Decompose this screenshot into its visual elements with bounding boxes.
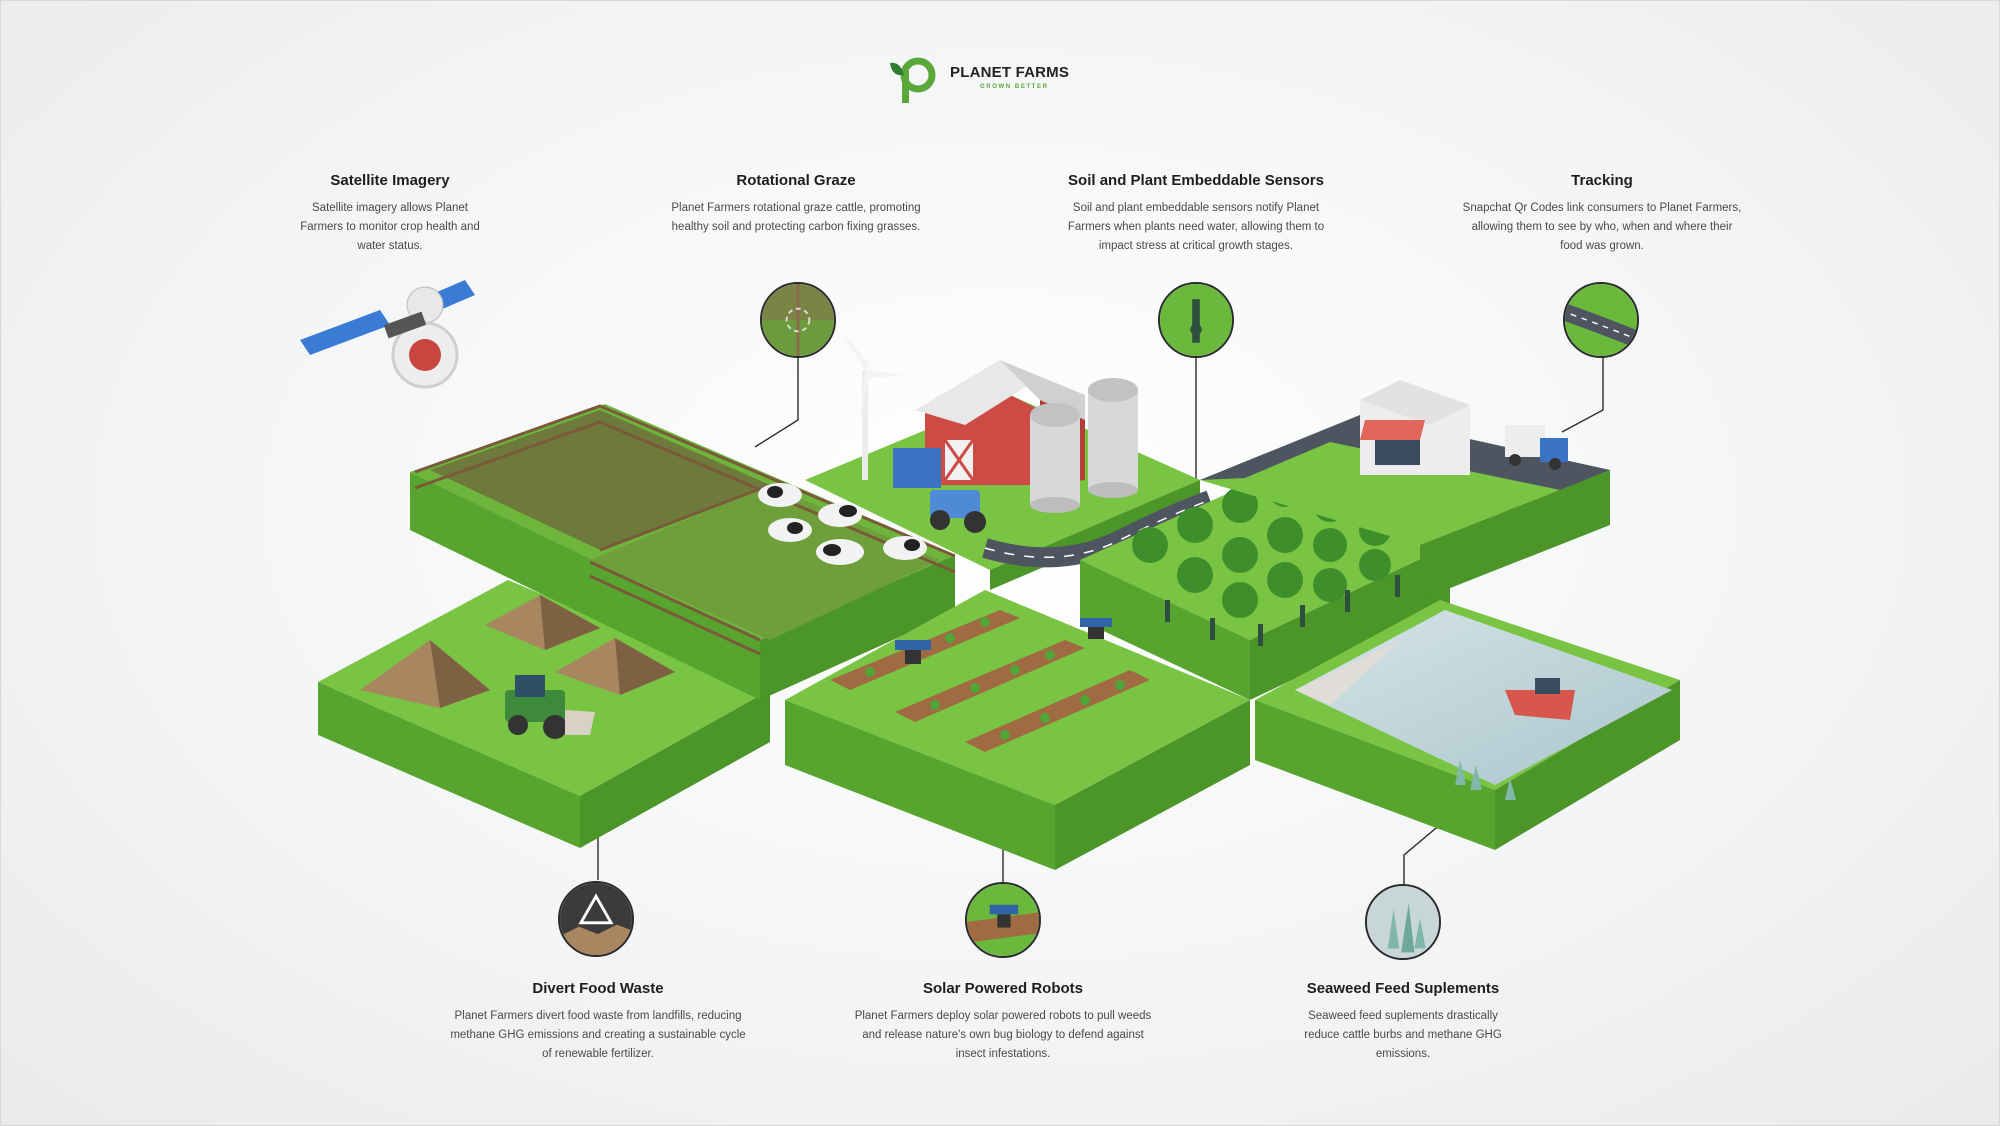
feature-satellite: Satellite Imagery Satellite imagery allo… (240, 172, 540, 256)
sensors (1165, 575, 1400, 646)
delivery-truck (1505, 425, 1568, 470)
solar-robots (895, 618, 1112, 664)
feature-title: Soil and Plant Embeddable Sensors (1068, 172, 1324, 189)
feature-description: Planet Farmers rotational graze cattle, … (671, 202, 921, 233)
sensor-icon (1158, 282, 1234, 358)
recycle-icon (558, 881, 634, 957)
road-icon (1563, 282, 1639, 358)
feature-description: Snapchat Qr Codes link consumers to Plan… (1462, 202, 1742, 252)
solar-robot-icon (965, 882, 1041, 958)
feature-graze: Rotational Graze Planet Farmers rotation… (646, 172, 946, 237)
pasture-icon (760, 282, 836, 358)
tile-crops (785, 590, 1250, 870)
feature-title: Tracking (1571, 172, 1633, 189)
feature-title: Rotational Graze (736, 172, 856, 189)
feature-tracking: Tracking Snapchat Qr Codes link consumer… (1452, 172, 1752, 256)
feature-description: Planet Farmers deploy solar powered robo… (854, 1010, 1152, 1060)
feature-description: Satellite imagery allows Planet Farmers … (300, 202, 480, 252)
seaweed (1455, 760, 1516, 800)
feature-description: Soil and plant embeddable sensors notify… (1067, 202, 1325, 252)
blue-tractor (893, 448, 986, 533)
brand-tagline: GROWN BETTER (980, 84, 1049, 90)
tile-farmyard (805, 330, 1214, 590)
feature-seaweed: Seaweed Feed Suplements Seaweed feed sup… (1253, 980, 1553, 1064)
feature-title: Seaweed Feed Suplements (1306, 980, 1500, 997)
feature-title: Divert Food Waste (532, 980, 664, 997)
leaf-logo-icon (890, 57, 936, 103)
tile-sea (1255, 600, 1680, 850)
compost-tractor (505, 675, 595, 739)
feature-description: Planet Farmers divert food waste from la… (450, 1010, 746, 1060)
connector-tracking (1561, 355, 1604, 433)
cows (758, 483, 927, 565)
seaweed-icon (1365, 884, 1441, 960)
feature-title: Satellite Imagery (330, 172, 450, 189)
feature-title: Solar Powered Robots (922, 980, 1084, 997)
satellite (300, 280, 475, 389)
shop (1360, 380, 1470, 475)
tile-shop (1200, 380, 1610, 600)
wind-turbine (840, 330, 905, 480)
feature-description: Seaweed feed suplements drastically redu… (1304, 1010, 1502, 1060)
feature-waste: Divert Food Waste Planet Farmers divert … (448, 980, 748, 1064)
silos (1030, 378, 1138, 513)
tile-waste (318, 580, 770, 848)
feature-robots: Solar Powered Robots Planet Farmers depl… (853, 980, 1153, 1064)
boat (1505, 678, 1575, 720)
feature-sensors: Soil and Plant Embeddable Sensors Soil a… (1046, 172, 1346, 256)
tile-pasture (410, 404, 956, 700)
planet-farms-logo: PLANET FARMS GROWN BETTER (888, 53, 1078, 105)
brand-name: PLANET FARMS (950, 64, 1070, 81)
